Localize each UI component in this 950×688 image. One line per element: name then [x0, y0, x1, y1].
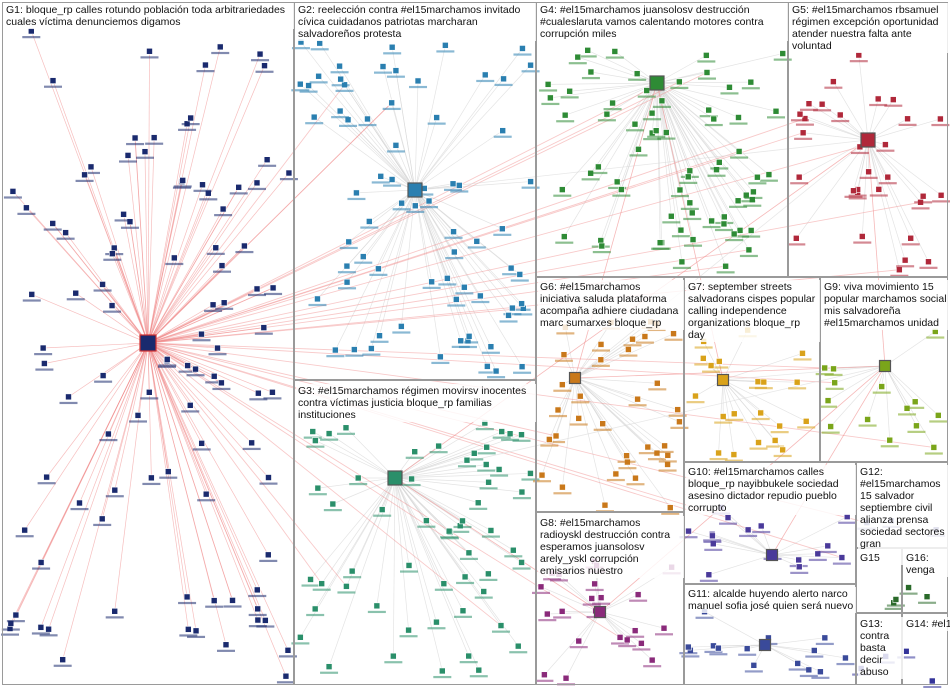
group-keywords: alcalde huyendo alerto narco manuel sofi… [688, 588, 853, 612]
group-label-g7: G7: september streets salvadorans cispes… [686, 280, 820, 342]
group-label-g15: G15 [858, 551, 904, 565]
group-label-g5: G5: #el15marchamos rbsamuel régimen exce… [790, 3, 950, 53]
group-label-g4: G4: #el15marchamos juansolosv destrucció… [538, 3, 788, 41]
group-label-g12: G12: #el15marchamos 15 salvador septiemb… [858, 465, 950, 551]
group-keywords: bloque_rp calles rotundo población toda … [6, 4, 285, 28]
group-label-g3: G3: #el15marchamos régimen movirsv inoce… [296, 384, 536, 422]
group-name: G13: [860, 618, 883, 630]
group-keywords: reelección contra #el15marchamos invitad… [298, 4, 520, 40]
group-keywords: contra basta decir abuso [860, 630, 889, 678]
group-name: G16: [906, 552, 929, 564]
group-label-g9: G9: viva movimiento 15 popular marchamos… [822, 280, 950, 330]
group-keywords: #el15marchamos calles bloque_rp nayibbuk… [688, 466, 839, 514]
group-keywords: viva movimiento 15 popular marchamos soc… [824, 281, 947, 329]
group-name: G5: [792, 4, 809, 16]
group-panel-g4 [536, 2, 788, 277]
group-label-g10: G10: #el15marchamos calles bloque_rp nay… [686, 465, 856, 515]
group-label-g16: G16: venga [904, 551, 950, 577]
group-name: G6: [540, 281, 557, 293]
group-name: G8: [540, 517, 557, 529]
group-label-g1: G1: bloque_rp calles rotundo población t… [4, 3, 294, 29]
group-name: G2: [298, 4, 315, 16]
group-label-g2: G2: reelección contra #el15marchamos inv… [296, 3, 536, 41]
group-panel-g2 [294, 2, 536, 380]
group-name: G9: [824, 281, 841, 293]
group-label-g6: G6: #el15marchamos iniciativa saluda pla… [538, 280, 684, 330]
group-name: G3: [298, 385, 315, 397]
group-label-g11: G11: alcalde huyendo alerto narco manuel… [686, 587, 856, 613]
group-name: G11: [688, 588, 710, 600]
group-name: G7: [688, 281, 705, 293]
group-name: G12: [860, 466, 883, 478]
group-name: G14: [906, 618, 929, 630]
group-label-g13: G13: contra basta decir abuso [858, 617, 904, 679]
group-name: G1: [6, 4, 23, 16]
group-keywords: #el15marchamos 15 salvador septiembre ci… [860, 478, 945, 550]
group-keywords: #el15marchamos radioyskl destrucción con… [540, 517, 670, 577]
group-keywords: #el15marchamos régimen movirsv inocentes… [298, 385, 526, 421]
group-keywords: #el15ma... [932, 618, 950, 630]
group-label-g8: G8: #el15marchamos radioyskl destrucción… [538, 516, 684, 578]
group-label-g14: G14: #el15ma... [904, 617, 950, 631]
group-keywords: #el15marchamos iniciativa saluda platafo… [540, 281, 678, 329]
group-panel-g1 [2, 2, 294, 685]
group-keywords: #el15marchamos juansolosv destrucción #c… [540, 4, 764, 40]
group-keywords: #el15marchamos rbsamuel régimen excepció… [792, 4, 939, 52]
group-name: G4: [540, 4, 557, 16]
group-panel-g3 [294, 380, 536, 685]
group-keywords: september streets salvadorans cispes pop… [688, 281, 815, 341]
group-name: G15 [860, 552, 880, 564]
group-keywords: venga [906, 564, 935, 576]
group-name: G10: [688, 466, 711, 478]
